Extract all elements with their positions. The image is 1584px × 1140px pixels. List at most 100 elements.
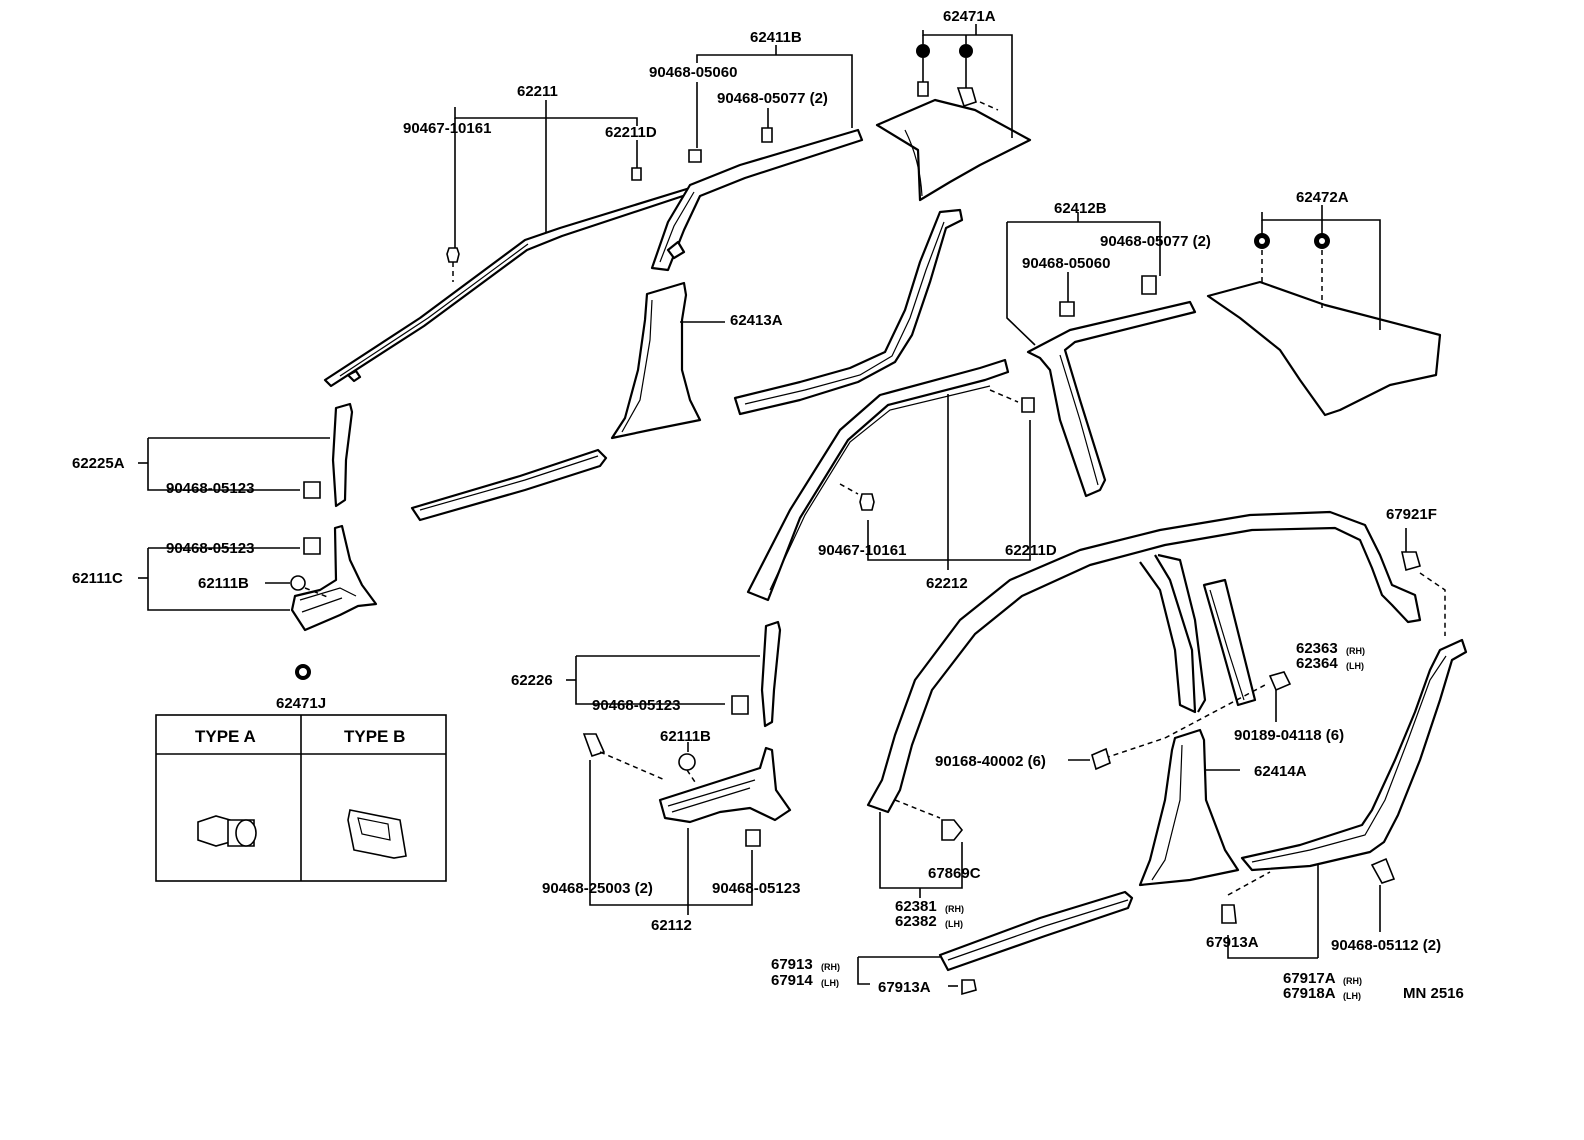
label-62413A: 62413A: [730, 312, 783, 329]
label-67918A-lh: (LH): [1343, 991, 1361, 1001]
bolt-icon: [1091, 747, 1111, 771]
label-67869C: 67869C: [928, 865, 981, 882]
kick-panel-62111C: [138, 524, 378, 680]
label-90468-05077: 90468-05077 (2): [717, 90, 828, 107]
center-pillar-lower-62226: [566, 620, 782, 728]
label-90468-05123: 90468-05123: [166, 540, 254, 557]
label-62226: 62226: [511, 672, 553, 689]
pillar-trim-center: [733, 208, 964, 416]
label-62225A: 62225A: [72, 455, 125, 472]
label-90468-05060: 90468-05060: [649, 64, 737, 81]
label-90468-25003: 90468-25003 (2): [542, 880, 653, 897]
label-62111B: 62111B: [660, 728, 711, 745]
clip-icon: [290, 575, 306, 591]
clip-icon: [731, 695, 749, 715]
label-67918A: 67918A: [1283, 985, 1336, 1002]
label-62112: 62112: [651, 917, 692, 934]
label-62211D: 62211D: [1005, 542, 1057, 559]
label-62364-lh: (LH): [1346, 661, 1364, 671]
label-62471J: 62471J: [276, 695, 326, 712]
clip-type-legend: [155, 714, 447, 882]
quarter-trim-62471A: [875, 24, 1032, 202]
label-67914-lh: (LH): [821, 978, 839, 988]
label-62364: 62364: [1296, 655, 1338, 672]
label-67917A: 67917A: [1283, 970, 1336, 987]
scuff-plate-front: [410, 448, 608, 522]
label-67914: 67914: [771, 972, 813, 989]
front-pillar-garnish-62211: [323, 100, 694, 388]
label-90467-10161: 90467-10161: [403, 120, 491, 137]
clip-icon: [961, 979, 977, 996]
nut-icon: [1268, 671, 1292, 692]
label-62211D: 62211D: [605, 124, 657, 141]
label-62382-lh: (LH): [945, 919, 963, 929]
clip-icon: [917, 81, 929, 97]
label-62363-rh: (RH): [1346, 646, 1365, 656]
label-90468-05123: 90468-05123: [592, 697, 680, 714]
label-62414A: 62414A: [1254, 763, 1307, 780]
label-90468-05123: 90468-05123: [166, 480, 254, 497]
label-90468-05123: 90468-05123: [712, 880, 800, 897]
roof-side-rail-62212: [746, 358, 1035, 602]
label-67921F: 67921F: [1386, 506, 1437, 523]
label-90468-05112: 90468-05112 (2): [1331, 937, 1441, 954]
label-62412B: 62412B: [1054, 200, 1107, 217]
label-67917A-rh: (RH): [1343, 976, 1362, 986]
label-67913-rh: (RH): [821, 962, 840, 972]
clip-icon: [1401, 551, 1421, 572]
clip-icon: [1370, 857, 1396, 884]
diagram-code: MN 2516: [1403, 985, 1464, 1002]
scuff-plate-67913: [857, 890, 1134, 996]
rear-quarter-trim-62472A: [1206, 205, 1442, 417]
clip-icon: [1221, 904, 1237, 924]
clip-icon: [631, 167, 642, 181]
label-90468-05060: 90468-05060: [1022, 255, 1110, 272]
label-90467-10161: 90467-10161: [818, 542, 906, 559]
clip-icon: [1141, 275, 1157, 295]
clip-icon: [678, 753, 696, 771]
clip-icon: [859, 493, 875, 511]
label-90168-40002: 90168-40002 (6): [935, 753, 1046, 770]
label-62212: 62212: [926, 575, 968, 592]
label-62471A: 62471A: [943, 8, 996, 25]
label-67913A: 67913A: [1206, 934, 1259, 951]
center-pillar-62414A: [1068, 671, 1292, 887]
label-62363: 62363: [1296, 640, 1338, 657]
label-62111C: 62111C: [72, 570, 123, 587]
rear-pillar-62412B: [1006, 212, 1197, 498]
legend-type-a: TYPE A: [195, 727, 256, 746]
label-62472A: 62472A: [1296, 189, 1349, 206]
clip-icon: [745, 829, 761, 847]
kick-panel-62112: [582, 733, 792, 915]
door-opening-trim-62381: [866, 510, 1422, 898]
label-62411B: 62411B: [750, 29, 802, 46]
label-62111B: 62111B: [198, 575, 249, 592]
clip-icon: [303, 537, 321, 555]
label-62382: 62382: [895, 913, 937, 930]
label-67913A: 67913A: [878, 979, 931, 996]
clip-icon: [582, 733, 606, 758]
clip-icon: [761, 127, 773, 143]
clip-icon: [1021, 397, 1035, 413]
rear-opening-trim-67917A: [1221, 528, 1468, 959]
clip-icon: [1059, 301, 1075, 317]
clip-icon: [446, 247, 460, 282]
type-b-clip-icon: [347, 809, 407, 859]
label-62381-rh: (RH): [945, 904, 964, 914]
part-labels: 62471A 62411B 90468-05060 90468-05077 (2…: [72, 8, 1464, 1002]
clip-icon: [941, 819, 964, 841]
plug-icon: [916, 44, 930, 58]
label-90189-04118: 90189-04118 (6): [1234, 727, 1344, 744]
clip-icon: [956, 87, 977, 108]
front-pillar-lower-62225A: [138, 402, 354, 508]
clip-icon: [688, 149, 702, 163]
legend-type-b: TYPE B: [344, 727, 405, 746]
label-62381: 62381: [895, 898, 937, 915]
clip-icon: [303, 481, 321, 499]
b-pillar-lower-62413A: [610, 281, 725, 440]
type-a-clip-icon: [197, 815, 257, 847]
plug-icon: [959, 44, 973, 58]
roof-side-garnish-62411B: [650, 45, 864, 272]
label-67913: 67913: [771, 956, 813, 973]
